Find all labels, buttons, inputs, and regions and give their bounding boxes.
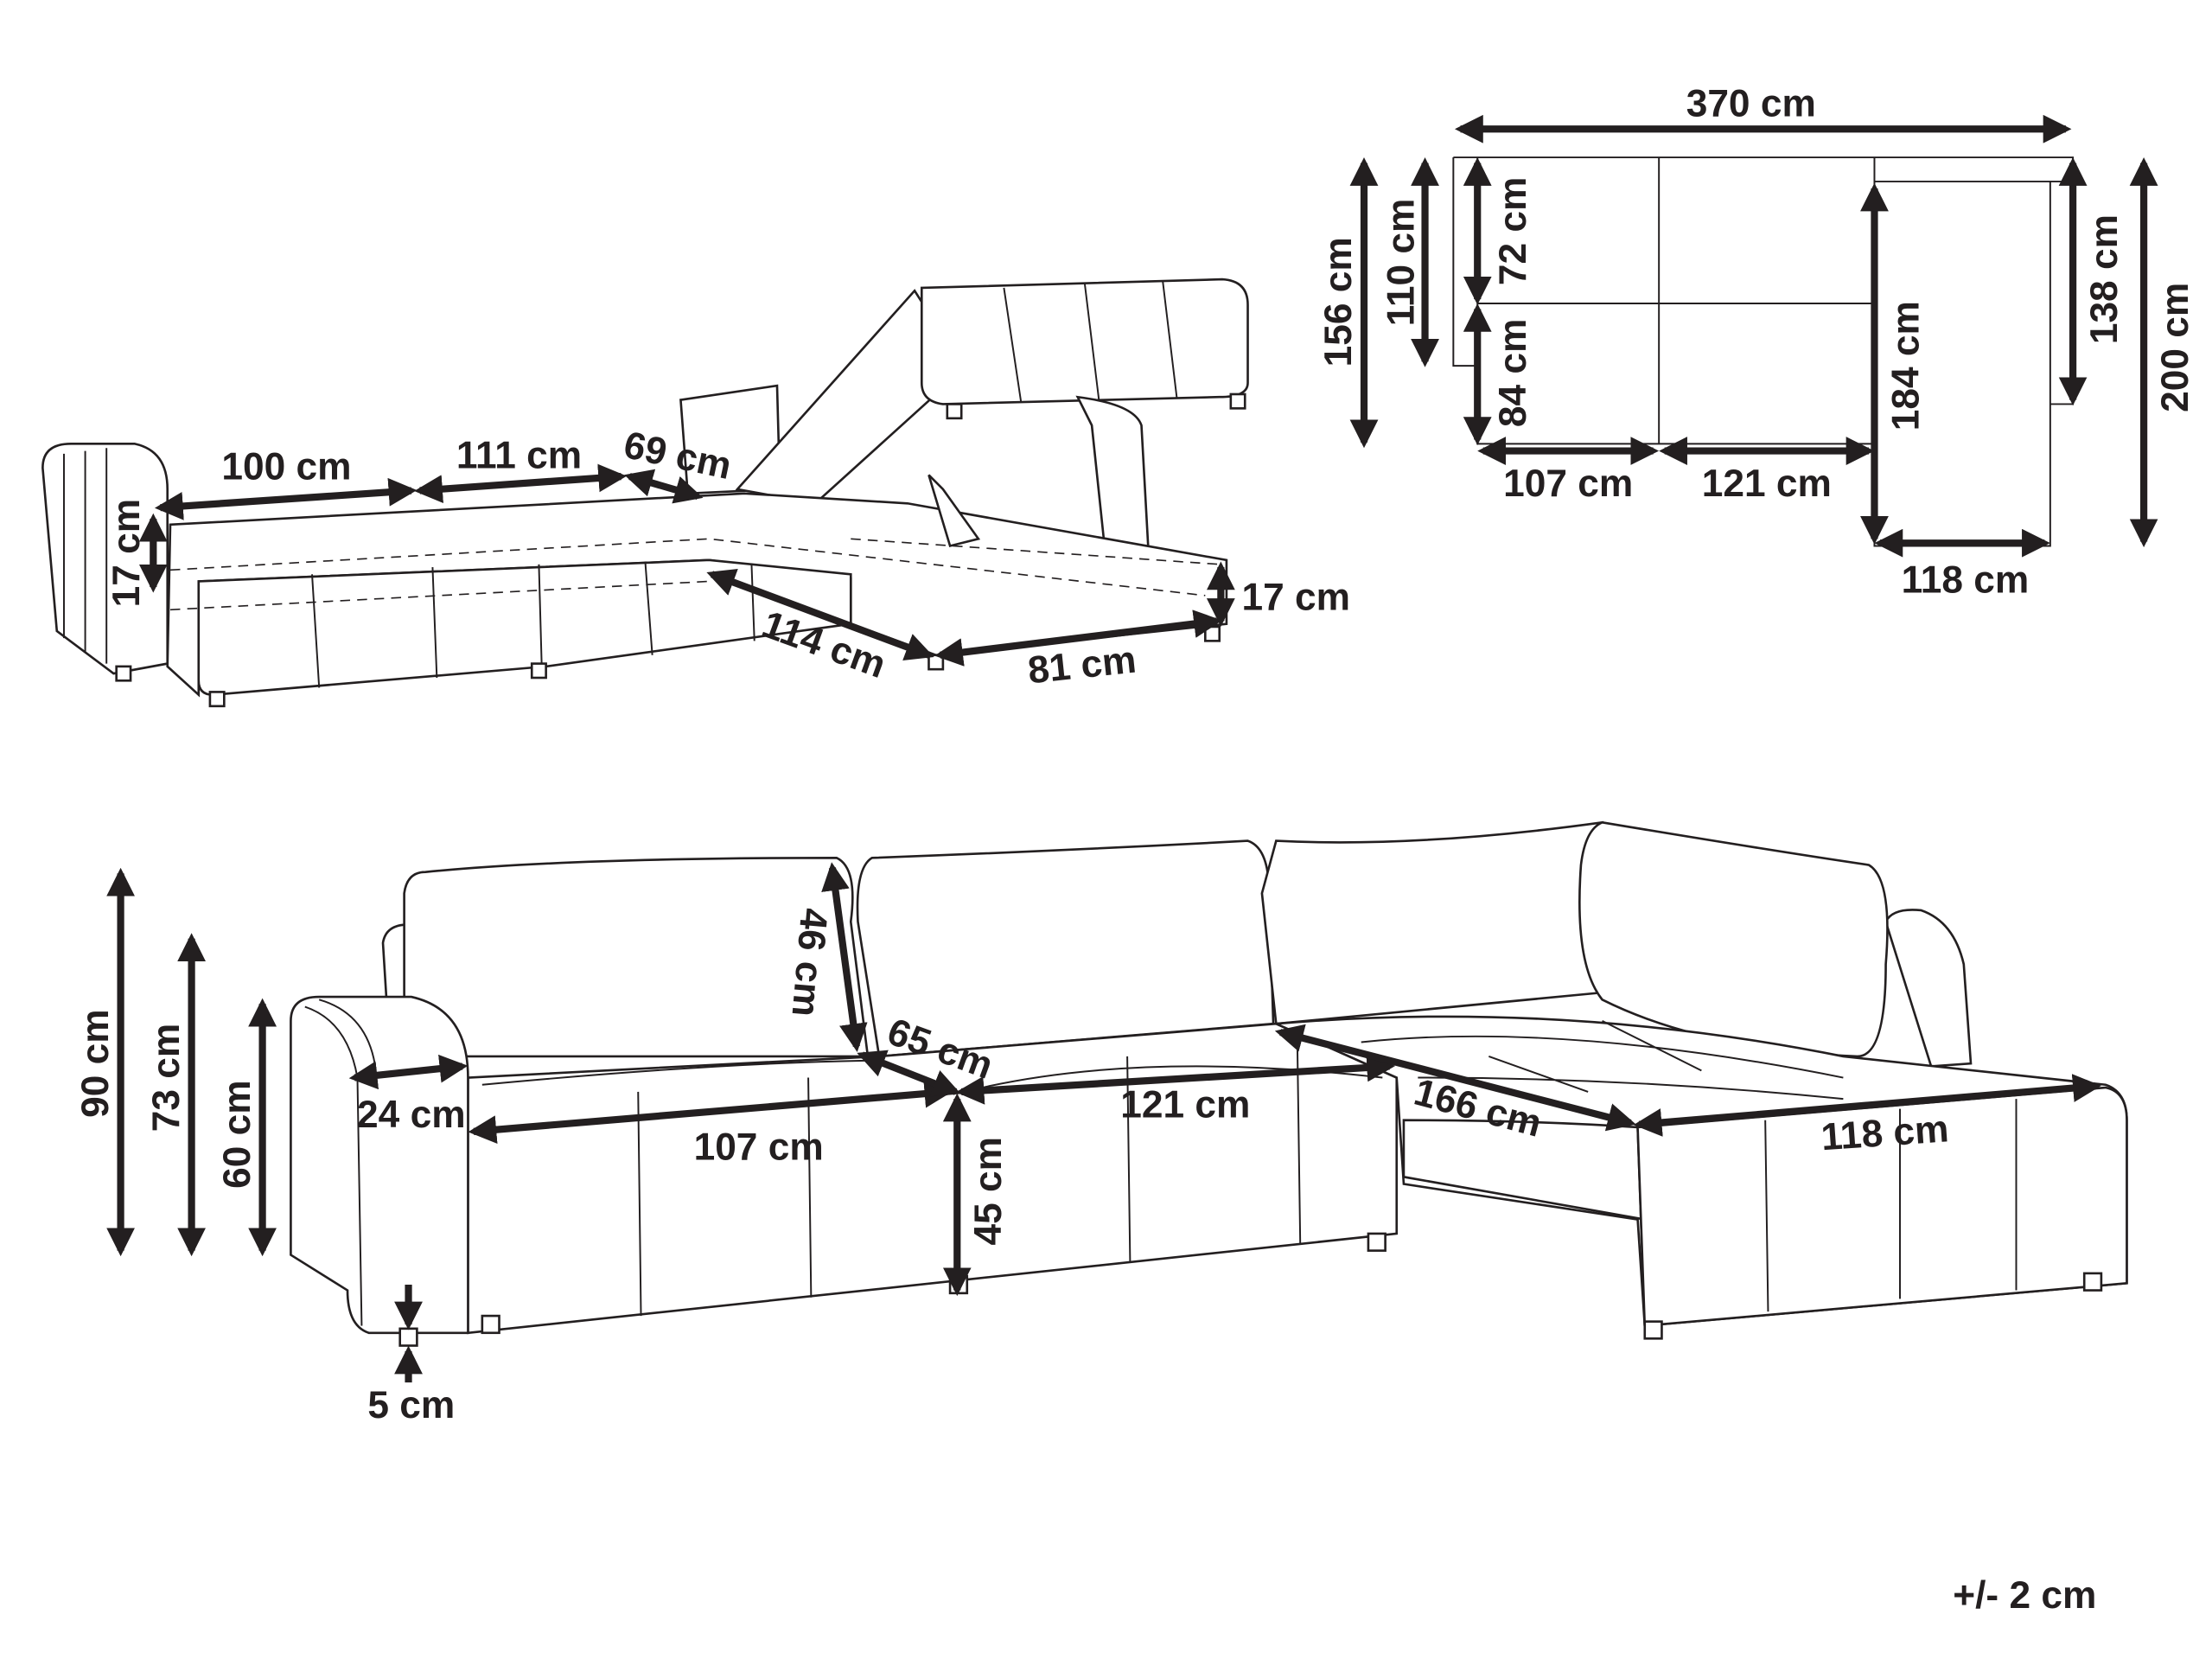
dim-arrow-118-front — [1633, 1074, 2101, 1137]
dim-arrow-81 — [934, 609, 1222, 667]
dim-label-bed-width-1: 100 cm — [221, 445, 351, 488]
dim-arrow-46 — [821, 862, 868, 1052]
dim-label-arm-width: 24 cm — [357, 1094, 466, 1136]
dim-label-total-depth: 200 cm — [2154, 283, 2196, 412]
dim-label-chaise-width: 118 cm — [1902, 559, 2030, 602]
dim-label-seat-width-left-front: 107 cm — [694, 1126, 824, 1169]
dim-label-depth-left: 156 cm — [1317, 237, 1360, 367]
dim-label-seat-width-middle: 121 cm — [1702, 463, 1832, 505]
dim-label-seat-width-left: 107 cm — [1503, 463, 1633, 505]
front-view: 90 cm 73 cm 60 cm 24 cm 107 cm 65 cm 121… — [74, 820, 2128, 1426]
dim-label-back-height: 73 cm — [145, 1024, 188, 1133]
dim-label-total-height: 90 cm — [74, 1009, 117, 1118]
dim-arrow-111 — [414, 463, 628, 504]
dim-arrow-100 — [154, 477, 418, 520]
dim-label-bed-height: 17 cm — [105, 499, 148, 608]
storage-bed-view: 100 cm 111 cm 69 cm 17 cm 114 cm 81 cm 1… — [41, 278, 1351, 708]
dim-label-seat-depth: 84 cm — [1492, 319, 1534, 428]
dim-label-chaise-length: 184 cm — [1884, 301, 1927, 431]
dim-arrow-69 — [624, 469, 704, 504]
dim-label-depth-left-inner: 110 cm — [1380, 199, 1422, 327]
dim-arrow-24 — [348, 1054, 469, 1090]
dim-label-bed-width-2: 111 cm — [456, 434, 582, 476]
dim-label-arm-height: 60 cm — [216, 1080, 258, 1189]
dim-label-total-width: 370 cm — [1686, 82, 1816, 124]
dim-arrow-114 — [706, 569, 934, 660]
dim-label-backrest-depth: 72 cm — [1492, 177, 1534, 286]
dim-label-chaise-inner: 138 cm — [2083, 214, 2126, 344]
tolerance-note: +/- 2 cm — [1953, 1574, 2096, 1617]
dim-arrow-65 — [857, 1050, 961, 1097]
dim-arrow-107-front — [468, 1079, 953, 1145]
dim-label-leg-height: 5 cm — [367, 1384, 455, 1426]
dim-label-back-cushion-height: 46 cm — [784, 907, 836, 1018]
dim-label-chaise-width-front: 118 cm — [1820, 1107, 1950, 1158]
dim-label-seat-height: 45 cm — [967, 1137, 1010, 1246]
dim-label-seat-width-middle-front: 121 cm — [1120, 1083, 1250, 1126]
top-view-plan: 370 cm 156 cm 110 cm 72 cm 84 cm 107 cm … — [1317, 82, 2196, 601]
dim-label-storage-width: 81 cm — [1026, 639, 1138, 692]
dim-label-storage-height: 17 cm — [1242, 576, 1351, 618]
dim-arrow-166 — [1274, 1024, 1636, 1132]
